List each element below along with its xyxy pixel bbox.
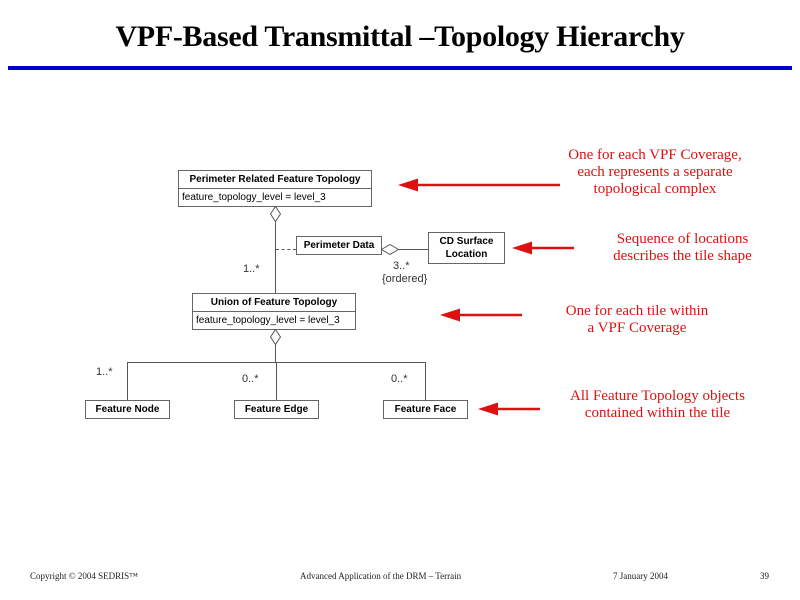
aggregation-diamond-perimeter-to-union [270, 206, 281, 222]
page-title: VPF-Based Transmittal –Topology Hierarch… [115, 20, 685, 53]
class-attribute-perimeter-related-feature-topology: feature_topology_level = level_3 [179, 188, 371, 206]
annotation-vpf-coverage-line2: each represents a separate [577, 164, 733, 180]
class-name-union-of-feature-topology: Union of Feature Topology [210, 297, 338, 308]
footer-center-text: Advanced Application of the DRM – Terrai… [300, 571, 462, 581]
class-name-cd-surface-location-line1: CD Surface [439, 236, 494, 247]
class-name-cd-surface-location-line2: Location [445, 249, 488, 260]
annotation-tile-within-coverage-line2: a VPF Coverage [587, 320, 687, 336]
arrow-icon-vpf-coverage [398, 178, 560, 192]
connector-drop-feature-node [127, 362, 128, 400]
arrow-icon-sequence-locations [512, 241, 574, 255]
annotation-feature-topology-objects-line1: All Feature Topology objects [570, 388, 745, 404]
arrow-icon-feature-topology-objects [478, 402, 540, 416]
connector-perimeter-to-union [275, 221, 276, 293]
annotation-vpf-coverage-line1: One for each VPF Coverage, [568, 147, 742, 163]
footer-date: 7 January 2004 [613, 571, 668, 581]
class-attribute-union-of-feature-topology: feature_topology_level = level_3 [193, 311, 355, 329]
connector-drop-feature-face [425, 362, 426, 400]
connector-dashed-perimeter-data [276, 249, 296, 250]
class-name-feature-node: Feature Node [95, 404, 160, 415]
annotation-vpf-coverage: One for each VPF Coverage, each represen… [520, 147, 790, 198]
class-box-cd-surface-location[interactable]: CD Surface Location [428, 232, 505, 264]
class-box-feature-node[interactable]: Feature Node [85, 400, 170, 419]
class-name-feature-edge: Feature Edge [244, 404, 309, 415]
class-box-perimeter-data[interactable]: Perimeter Data [296, 236, 382, 255]
footer-page-number: 39 [760, 571, 769, 581]
annotation-feature-topology-objects-line2: contained within the tile [584, 405, 731, 421]
arrow-icon-tile-within-coverage [440, 308, 522, 322]
annotation-feature-topology-objects: All Feature Topology objects contained w… [520, 388, 795, 422]
annotation-sequence-locations-line2: describes the tile shape [613, 248, 752, 264]
annotation-tile-within-coverage-line1: One for each tile within [565, 303, 709, 319]
class-box-perimeter-related-feature-topology[interactable]: Perimeter Related Feature Topology featu… [178, 170, 372, 207]
multiplicity-feature-edge: 0..* [242, 373, 259, 385]
class-name-perimeter-related-feature-topology: Perimeter Related Feature Topology [189, 174, 361, 185]
aggregation-diamond-perimeter-data-to-cd-surface [381, 244, 399, 255]
class-name-feature-face: Feature Face [394, 404, 457, 415]
multiplicity-cd-surface-location: 3..* [393, 260, 410, 272]
annotation-sequence-locations-line1: Sequence of locations [616, 231, 749, 247]
connector-perimeter-data-to-cd-surface [398, 249, 428, 250]
class-name-perimeter-data: Perimeter Data [303, 240, 375, 251]
annotation-tile-within-coverage: One for each tile within a VPF Coverage [527, 303, 747, 337]
multiplicity-cd-surface-location-constraint: {ordered} [382, 273, 428, 285]
class-name-cd-surface-location: CD Surface Location [429, 233, 504, 263]
multiplicity-feature-face: 0..* [391, 373, 408, 385]
annotation-sequence-locations: Sequence of locations describes the tile… [575, 231, 790, 265]
connector-drop-feature-edge [276, 362, 277, 400]
multiplicity-perimeter-to-union: 1..* [243, 263, 260, 275]
class-box-feature-edge[interactable]: Feature Edge [234, 400, 319, 419]
title-divider [8, 66, 792, 70]
annotation-vpf-coverage-line3: topological complex [593, 181, 717, 197]
class-box-feature-face[interactable]: Feature Face [383, 400, 468, 419]
footer-copyright: Copyright © 2004 SEDRIS™ [30, 571, 138, 581]
connector-union-trunk [275, 344, 276, 363]
aggregation-diamond-union-to-features [270, 329, 281, 345]
multiplicity-feature-node: 1..* [96, 366, 113, 378]
class-box-union-of-feature-topology[interactable]: Union of Feature Topology feature_topolo… [192, 293, 356, 330]
